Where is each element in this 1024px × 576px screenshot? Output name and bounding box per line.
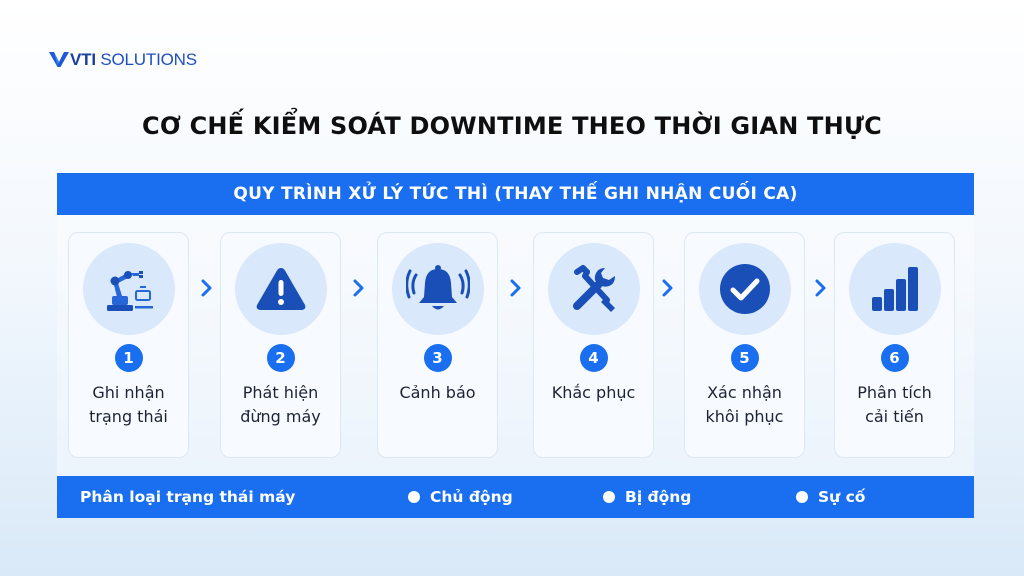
step-number: 1 — [114, 344, 143, 372]
legend-dot — [408, 491, 420, 503]
legend-item-su-co: Sự cố — [796, 476, 865, 518]
robot-arm-icon — [106, 271, 153, 311]
bar-chart-icon — [871, 267, 918, 311]
step-card-3: 3 Cảnh báo — [377, 232, 498, 458]
chevron-right-icon — [662, 279, 673, 297]
step-number: 5 — [730, 344, 759, 372]
step-icon-circle — [698, 243, 791, 335]
page-title: CƠ CHẾ KIỂM SOÁT DOWNTIME THEO THỜI GIAN… — [142, 112, 882, 140]
legend-dot — [603, 491, 615, 503]
legend-label: Phân loại trạng thái máy — [80, 488, 296, 506]
step-card-4: 4 Khắc phục — [533, 232, 654, 458]
process-header: QUY TRÌNH XỬ LÝ TỨC THÌ (THAY THẾ GHI NH… — [233, 184, 798, 204]
step-icon-circle — [234, 243, 327, 335]
step-icon-circle — [848, 243, 941, 335]
alarm-bell-icon — [405, 265, 470, 310]
check-circle-icon — [719, 264, 770, 314]
chevron-right-icon — [201, 279, 212, 297]
step-label: Cảnh báo — [399, 383, 476, 402]
chevron-right-icon — [353, 279, 364, 297]
legend-item-bi-dong: Bị động — [603, 476, 691, 518]
vti-logo-icon — [49, 52, 69, 67]
step-number: 4 — [579, 344, 608, 372]
step-icon-circle — [391, 243, 484, 335]
legend-band: Phân loại trạng thái máy Chủ động Bị độn… — [57, 476, 974, 518]
process-header-band: QUY TRÌNH XỬ LÝ TỨC THÌ (THAY THẾ GHI NH… — [57, 173, 974, 215]
step-number: 3 — [423, 344, 452, 372]
step-number: 6 — [880, 344, 909, 372]
step-icon-circle — [547, 243, 640, 335]
chevron-right-icon — [510, 279, 521, 297]
company-logo: VTI SOLUTIONS — [49, 47, 197, 71]
steps-area — [57, 215, 974, 476]
step-number: 2 — [266, 344, 295, 372]
chevron-right-icon — [815, 279, 826, 297]
legend-item-chu-dong: Chủ động — [408, 476, 513, 518]
warning-triangle-icon — [256, 268, 305, 310]
step-icon-circle — [82, 243, 175, 335]
legend-dot — [796, 491, 808, 503]
logo-text: VTI SOLUTIONS — [70, 49, 197, 69]
step-label: Khắc phục — [551, 383, 636, 402]
wrench-screwdriver-icon — [572, 265, 615, 312]
